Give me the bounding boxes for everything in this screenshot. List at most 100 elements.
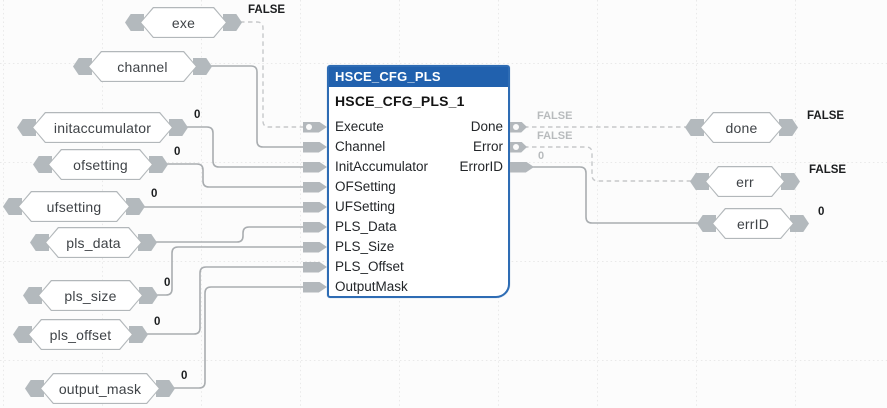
watch-value: FALSE — [248, 4, 286, 16]
input-tag-pls-offset[interactable]: pls_offset 0 — [13, 316, 160, 350]
pin-label-pls-data[interactable]: PLS_Data — [335, 219, 397, 234]
flow-arrow-icon — [139, 287, 158, 304]
pin-stub-pls-size[interactable] — [303, 241, 327, 253]
flow-arrow-icon — [779, 119, 798, 136]
wire-initaccumulator-to-initaccumulator[interactable] — [187, 126, 305, 168]
flow-arrow-icon — [25, 380, 44, 397]
flow-arrow-icon — [193, 58, 212, 75]
flow-arrow-icon — [23, 287, 42, 304]
tag-label: ufsetting — [46, 198, 102, 215]
pin-label-done[interactable]: Done — [470, 119, 503, 134]
watch-value-errorid: 0 — [538, 150, 545, 162]
pin-stub-pls-data[interactable] — [303, 221, 327, 233]
pin-stub-execute[interactable] — [303, 121, 327, 133]
wire-pls_size-to-pls_size[interactable] — [157, 246, 305, 296]
flow-arrow-icon — [223, 14, 242, 31]
wire-error-to-err[interactable] — [524, 146, 691, 182]
tag-shape — [712, 208, 794, 239]
input-pin-labels: Execute Channel InitAccumulator OFSettin… — [329, 117, 433, 297]
pin-label-initaccumulator[interactable]: InitAccumulator — [335, 159, 429, 174]
output-tag-done[interactable]: done FALSE — [685, 110, 844, 143]
pin-stub-ofsetting[interactable] — [303, 181, 327, 193]
pin-stub-done[interactable] — [510, 121, 527, 133]
tag-shape — [38, 280, 143, 311]
function-block-instance-name: HSCE_CFG_PLS_1 — [335, 93, 465, 109]
pin-label-channel[interactable]: Channel — [335, 139, 386, 154]
pin-label-ufsetting[interactable]: UFSetting — [335, 199, 396, 214]
pin-stub-errorid[interactable] — [510, 161, 534, 173]
flow-arrow-icon — [3, 198, 22, 215]
tag-label: output_mask — [58, 380, 142, 397]
function-block-type-name: HSCE_CFG_PLS — [329, 67, 508, 87]
flow-arrow-icon — [73, 58, 92, 75]
input-tag-output-mask[interactable]: output_mask 0 — [25, 370, 187, 404]
watch-value: FALSE — [809, 164, 847, 176]
flow-arrow-icon — [33, 156, 52, 173]
wire-exe-to-execute[interactable] — [240, 21, 305, 128]
pin-stub-pls-offset[interactable] — [303, 261, 327, 273]
tag-shape — [32, 112, 173, 143]
wire-pls_offset-to-pls_offset[interactable] — [147, 266, 305, 335]
flow-arrow-icon — [685, 119, 704, 136]
tag-shape — [88, 51, 197, 82]
flow-arrow-icon — [790, 215, 809, 232]
watch-value: 0 — [154, 316, 161, 328]
pin-stub-outputmask[interactable] — [303, 281, 327, 293]
watch-value: 0 — [174, 146, 181, 158]
pin-label-errorid[interactable]: ErrorID — [459, 159, 504, 174]
tag-label: initaccumulator — [53, 119, 152, 136]
connection-dot — [513, 144, 519, 150]
watch-value: 0 — [151, 188, 158, 200]
pin-label-error[interactable]: Error — [473, 139, 503, 154]
input-tag-pls-size[interactable]: pls_size 0 — [23, 277, 170, 311]
tag-shape — [700, 112, 783, 143]
connection-dot — [306, 124, 312, 130]
pin-label-execute[interactable]: Execute — [335, 119, 384, 134]
input-tag-ufsetting[interactable]: ufsetting 0 — [3, 188, 157, 222]
watch-value: FALSE — [807, 110, 845, 122]
connection-dot — [513, 124, 519, 130]
pin-stub-ufsetting[interactable] — [303, 201, 327, 213]
tag-label: pls_size — [64, 287, 117, 304]
pin-stub-error[interactable] — [510, 141, 527, 153]
flow-arrow-icon — [13, 326, 32, 343]
input-tag-ofsetting[interactable]: ofsetting 0 — [33, 146, 180, 180]
wire-output_mask-to-outputmask[interactable] — [174, 286, 305, 389]
flow-arrow-icon — [149, 156, 168, 173]
input-tag-pls-data[interactable]: pls_data — [30, 227, 157, 258]
watch-value: 0 — [194, 109, 201, 121]
watch-value-error: FALSE — [537, 130, 573, 142]
flow-arrow-icon — [125, 14, 144, 31]
wire-pls_data-to-pls_data[interactable] — [156, 226, 305, 243]
flow-arrow-icon — [169, 119, 188, 136]
output-pin-labels: Done Error ErrorID — [454, 117, 509, 177]
input-tag-initaccumulator[interactable]: initaccumulator 0 — [17, 109, 200, 143]
pin-label-pls-offset[interactable]: PLS_Offset — [335, 259, 404, 274]
pin-label-outputmask[interactable]: OutputMask — [335, 279, 408, 294]
pin-stub-initaccumulator[interactable] — [303, 161, 327, 173]
flow-arrow-icon — [690, 173, 709, 190]
input-tag-channel[interactable]: channel — [73, 51, 212, 82]
tag-label: err — [736, 173, 754, 190]
tag-shape — [705, 166, 785, 197]
wire-errorid-to-errid[interactable] — [530, 166, 698, 224]
tag-label: pls_data — [66, 234, 121, 251]
pin-label-pls-size[interactable]: PLS_Size — [335, 239, 395, 254]
flow-arrow-icon — [156, 380, 175, 397]
pin-stub-channel[interactable] — [303, 141, 327, 153]
wire-ofsetting-to-ofsetting[interactable] — [167, 163, 305, 188]
tag-shape — [40, 373, 160, 404]
flow-arrow-icon — [129, 326, 148, 343]
wire-channel-to-channel[interactable] — [211, 65, 305, 148]
output-tag-err[interactable]: err FALSE — [690, 164, 846, 197]
input-tag-exe[interactable]: exe FALSE — [125, 4, 285, 38]
output-tag-errid[interactable]: errID 0 — [697, 206, 824, 239]
function-block-hsce-cfg-pls[interactable]: HSCE_CFG_PLS HSCE_CFG_PLS_1 Execute Chan… — [303, 65, 534, 298]
flow-arrow-icon — [138, 234, 157, 251]
watch-value: 0 — [181, 370, 188, 382]
pin-label-ofsetting[interactable]: OFSetting — [335, 179, 396, 194]
tag-label: channel — [117, 58, 168, 75]
flow-arrow-icon — [126, 198, 145, 215]
